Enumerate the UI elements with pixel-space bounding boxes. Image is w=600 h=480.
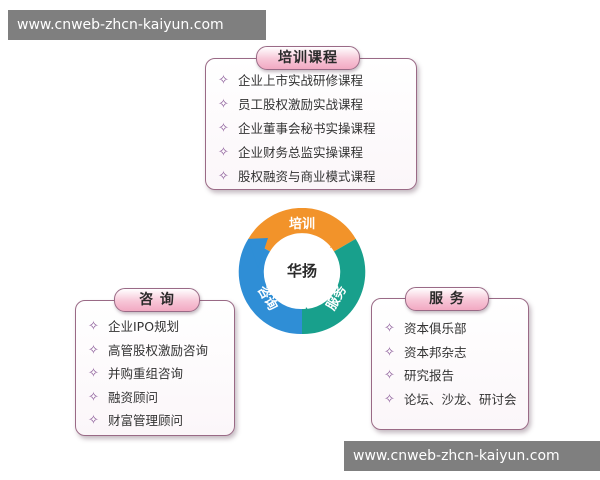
list-item: ✧融资顾问 bbox=[88, 386, 228, 410]
list-item: ✧企业IPO规划 bbox=[88, 315, 228, 339]
diamond-outline-icon: ✧ bbox=[218, 169, 229, 184]
diamond-outline-icon: ✧ bbox=[88, 342, 99, 358]
cycle-segment-training bbox=[248, 208, 356, 252]
diamond-outline-icon: ✧ bbox=[218, 97, 229, 112]
cycle-segment-consult bbox=[238, 238, 302, 335]
diamond-outline-icon: ✧ bbox=[384, 321, 395, 336]
list-item: ✧资本俱乐部 bbox=[384, 317, 524, 341]
arrow-head-top bbox=[330, 224, 356, 248]
consult-list: ✧企业IPO规划 ✧高管股权激励咨询 ✧并购重组咨询 ✧融资顾问 ✧财富管理顾问 bbox=[88, 315, 228, 433]
consult-title: 咨 询 bbox=[114, 288, 200, 312]
list-item: ✧财富管理顾问 bbox=[88, 409, 228, 433]
diamond-outline-icon: ✧ bbox=[88, 319, 99, 334]
watermark-top: www.cnweb-zhcn-kaiyun.com bbox=[8, 10, 266, 40]
cycle-diagram: 培训 咨询 服务 华扬 bbox=[238, 208, 366, 335]
cycle-label-top: 培训 bbox=[289, 216, 315, 232]
service-panel: ✧资本俱乐部 ✧资本邦杂志 ✧研究报告 ✧论坛、沙龙、研讨会 bbox=[371, 298, 529, 430]
training-title: 培训课程 bbox=[256, 46, 360, 70]
list-item: ✧企业财务总监实操课程 bbox=[218, 141, 408, 165]
diamond-outline-icon: ✧ bbox=[88, 366, 99, 381]
service-list: ✧资本俱乐部 ✧资本邦杂志 ✧研究报告 ✧论坛、沙龙、研讨会 bbox=[384, 317, 524, 411]
training-panel: ✧企业上市实战研修课程 ✧员工股权激励实战课程 ✧企业董事会秘书实操课程 ✧企业… bbox=[205, 58, 417, 190]
diamond-outline-icon: ✧ bbox=[218, 145, 229, 160]
list-item: ✧股权融资与商业模式课程 bbox=[218, 165, 408, 189]
list-item: ✧资本邦杂志 bbox=[384, 341, 524, 365]
center-label: 华扬 bbox=[287, 262, 317, 280]
diamond-outline-icon: ✧ bbox=[88, 389, 99, 405]
list-item: ✧论坛、沙龙、研讨会 bbox=[384, 388, 524, 412]
training-list: ✧企业上市实战研修课程 ✧员工股权激励实战课程 ✧企业董事会秘书实操课程 ✧企业… bbox=[218, 69, 408, 189]
list-item: ✧员工股权激励实战课程 bbox=[218, 93, 408, 117]
diamond-outline-icon: ✧ bbox=[384, 344, 395, 360]
list-item: ✧研究报告 bbox=[384, 364, 524, 388]
list-item: ✧企业董事会秘书实操课程 bbox=[218, 117, 408, 141]
list-item: ✧高管股权激励咨询 bbox=[88, 339, 228, 363]
service-title: 服 务 bbox=[405, 287, 489, 311]
arrow-head-right bbox=[302, 307, 324, 334]
arrow-head-left bbox=[248, 238, 268, 268]
list-item: ✧并购重组咨询 bbox=[88, 362, 228, 386]
consult-panel: ✧企业IPO规划 ✧高管股权激励咨询 ✧并购重组咨询 ✧融资顾问 ✧财富管理顾问 bbox=[75, 300, 235, 436]
diamond-outline-icon: ✧ bbox=[218, 121, 229, 136]
watermark-bottom: www.cnweb-zhcn-kaiyun.com bbox=[344, 441, 600, 471]
diamond-outline-icon: ✧ bbox=[218, 73, 229, 88]
diamond-outline-icon: ✧ bbox=[384, 391, 395, 407]
diamond-outline-icon: ✧ bbox=[88, 413, 99, 428]
list-item: ✧企业上市实战研修课程 bbox=[218, 69, 408, 93]
cycle-segment-service bbox=[302, 238, 366, 335]
diamond-outline-icon: ✧ bbox=[384, 368, 395, 383]
